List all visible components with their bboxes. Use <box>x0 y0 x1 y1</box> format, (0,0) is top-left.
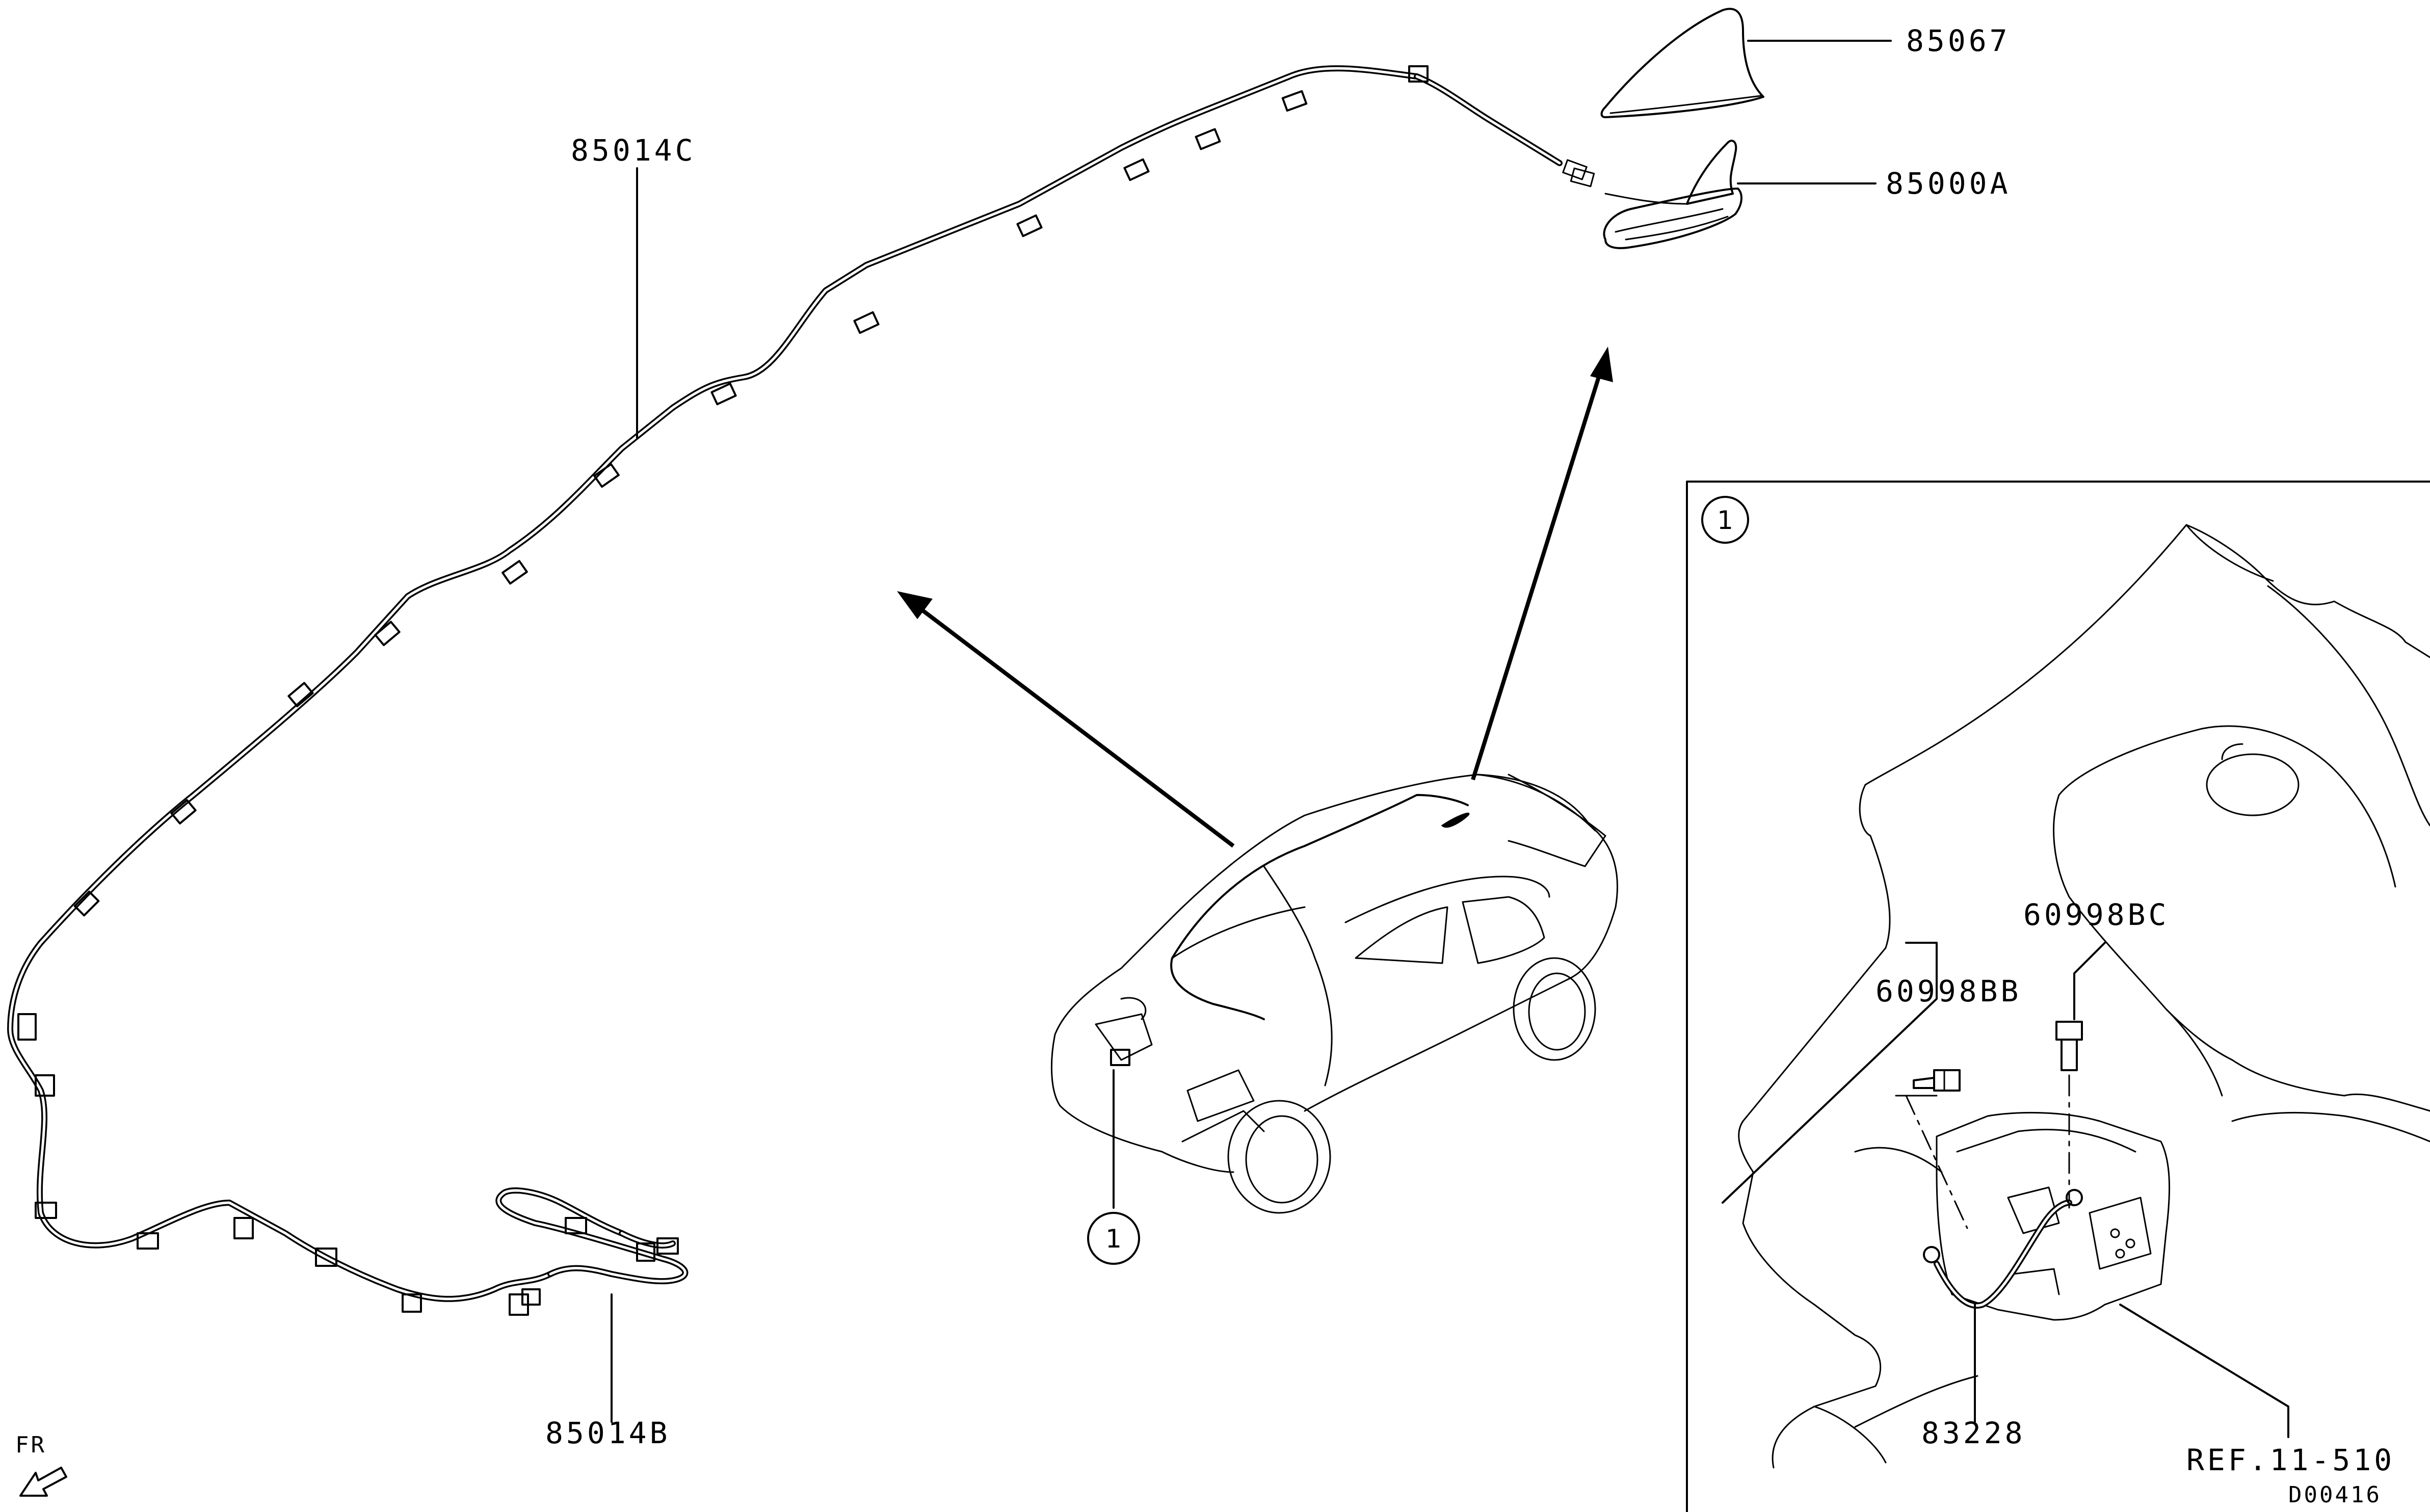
bolt-60998BB <box>1913 1069 1961 1092</box>
front-direction-marker: FR <box>15 1432 67 1497</box>
label-85014B: 85014B <box>545 1416 671 1450</box>
front-marker-text: FR <box>15 1432 46 1458</box>
label-60998BC: 60998BC <box>2023 897 2169 932</box>
detail-inset: 1 <box>1686 481 2430 1512</box>
roof-harness-85014C <box>7 65 1588 1316</box>
label-60998BB: 60998BB <box>1876 974 2021 1009</box>
ground-cable-83228 <box>1923 1189 2083 1309</box>
label-85067: 85067 <box>1906 23 2011 58</box>
label-ref-11-510: REF.11-510 <box>2186 1443 2395 1477</box>
leader-lines <box>611 40 1892 1423</box>
car-overview-drawing <box>1050 774 1618 1214</box>
front-arrow-icon <box>19 1467 67 1497</box>
diagram-code: D00416 <box>2288 1482 2382 1508</box>
label-83228: 83228 <box>1921 1416 2026 1450</box>
svg-text:1: 1 <box>1105 1224 1122 1254</box>
antenna-base-85000A <box>1570 140 1742 249</box>
label-85000A: 85000A <box>1886 166 2011 201</box>
shark-fin-cover-85067 <box>1600 8 1764 118</box>
bolt-60998BC <box>2055 1021 2083 1071</box>
inset-callout-1: 1 <box>1717 506 1733 535</box>
pointer-arrows <box>897 347 1613 848</box>
callout-1: 1 <box>1087 1212 1140 1265</box>
front-harness-85014B <box>495 1187 689 1306</box>
label-85014C: 85014C <box>571 133 696 168</box>
